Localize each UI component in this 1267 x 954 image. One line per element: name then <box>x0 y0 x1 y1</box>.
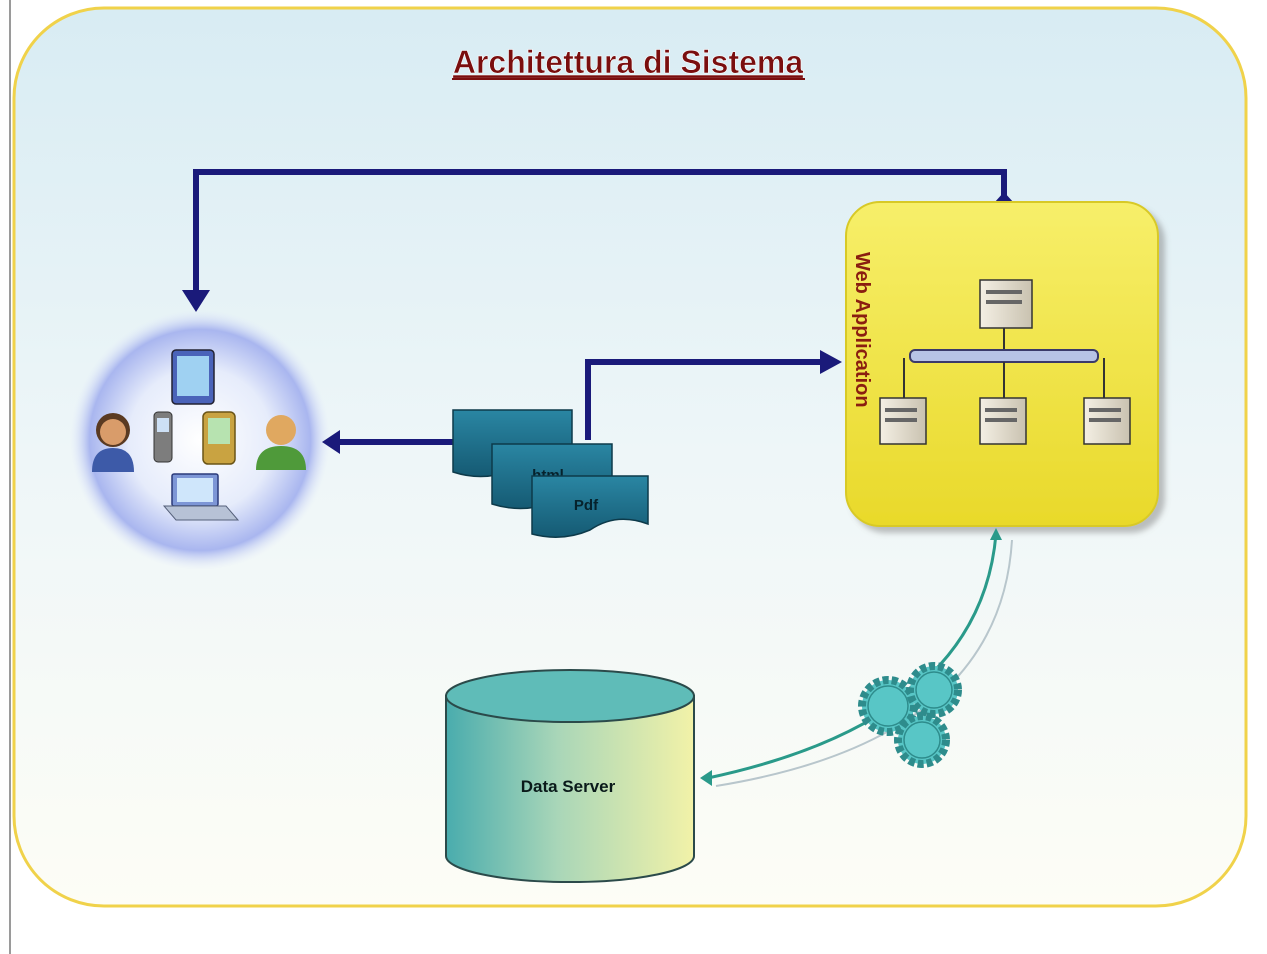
user-green-icon <box>256 415 306 470</box>
server-icon <box>979 279 1033 329</box>
server-icon <box>879 397 927 445</box>
request-arrow <box>585 359 822 440</box>
clients-cluster <box>70 310 330 570</box>
output-arrowhead <box>322 430 340 454</box>
feedback-arrowhead <box>182 290 210 312</box>
data-server-label: Data Server <box>521 777 616 796</box>
db-link-arrowhead-top <box>990 528 1002 540</box>
left-border-line <box>9 0 11 954</box>
gears-icon <box>858 662 962 768</box>
network-bus <box>909 349 1099 363</box>
user-icon <box>92 413 134 472</box>
format-card-3-label: Pdf <box>574 497 599 514</box>
server-icon <box>1083 397 1131 445</box>
request-arrowhead <box>820 350 842 374</box>
laptop-icon <box>162 473 240 521</box>
feedback-arrow <box>193 169 1007 292</box>
diagram-title: Architettura di Sistema <box>453 44 804 80</box>
tablet-icon <box>171 349 215 405</box>
clients-bubble <box>70 310 330 570</box>
database-icon: Data Server <box>445 669 695 883</box>
phone-icon <box>202 411 236 465</box>
format-card-3 <box>531 475 649 538</box>
web-application-label: Web Application <box>851 252 873 408</box>
network-links <box>903 358 1105 398</box>
db-link-arrowhead-left <box>700 770 712 786</box>
server-icon <box>979 397 1027 445</box>
output-formats: html Pdf <box>452 409 649 538</box>
web-application-panel: Web Application <box>845 201 1159 527</box>
mobile-icon <box>153 411 173 463</box>
